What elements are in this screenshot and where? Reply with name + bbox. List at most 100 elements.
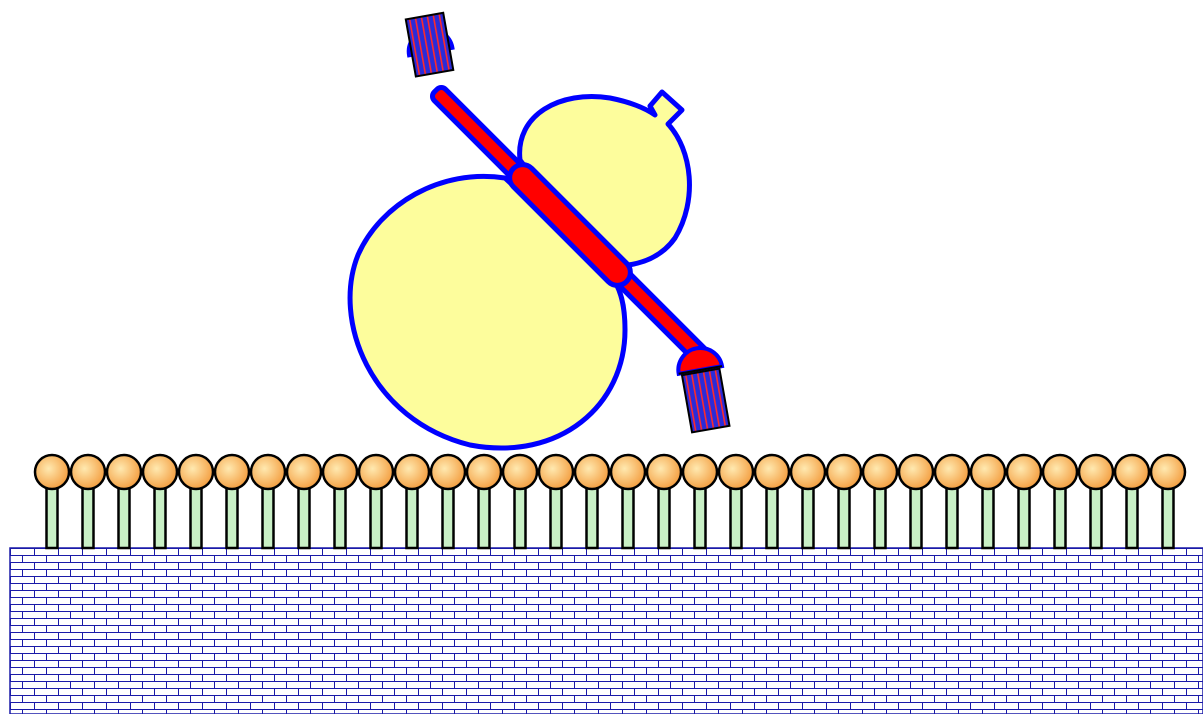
lipid-tail	[443, 487, 454, 548]
lipid-tail	[1091, 487, 1102, 548]
lipid-head	[251, 455, 285, 489]
lipid-head	[287, 455, 321, 489]
lipid-molecule	[251, 455, 285, 548]
lipid-head	[863, 455, 897, 489]
substrate-block	[10, 548, 1203, 714]
lipid-tail	[371, 487, 382, 548]
top-brush	[403, 12, 456, 77]
lipid-tail	[803, 487, 814, 548]
lipid-head	[35, 455, 69, 489]
lipid-head	[683, 455, 717, 489]
lipid-tail	[83, 487, 94, 548]
lipid-tail	[731, 487, 742, 548]
lipid-tail	[551, 487, 562, 548]
lipid-tail	[515, 487, 526, 548]
lipid-molecule	[1151, 455, 1185, 548]
lipid-molecule	[575, 455, 609, 548]
lipid-tail	[155, 487, 166, 548]
lipid-tail	[263, 487, 274, 548]
lipid-head	[539, 455, 573, 489]
lipid-tail	[947, 487, 958, 548]
lipid-head	[359, 455, 393, 489]
lipid-head	[1151, 455, 1185, 489]
lipid-molecule	[503, 455, 537, 548]
lipid-tail	[47, 487, 58, 548]
lipid-head	[971, 455, 1005, 489]
lipid-molecule	[1043, 455, 1077, 548]
lipid-molecule	[467, 455, 501, 548]
lipid-molecule	[863, 455, 897, 548]
lipid-head	[899, 455, 933, 489]
lipid-tail	[1127, 487, 1138, 548]
lipid-tail	[227, 487, 238, 548]
lipid-tail	[1055, 487, 1066, 548]
lipid-molecule	[431, 455, 465, 548]
lipid-head	[431, 455, 465, 489]
lipid-tail	[407, 487, 418, 548]
lipid-molecule	[647, 455, 681, 548]
lipid-tail	[911, 487, 922, 548]
lipid-head	[647, 455, 681, 489]
lipid-tail	[479, 487, 490, 548]
lipid-molecule	[71, 455, 105, 548]
lipid-molecule	[971, 455, 1005, 548]
lipid-head	[719, 455, 753, 489]
lipid-molecule	[755, 455, 789, 548]
lipid-molecule	[215, 455, 249, 548]
lipid-molecule	[359, 455, 393, 548]
lipid-tail	[623, 487, 634, 548]
lipid-head	[935, 455, 969, 489]
bottom-brush	[675, 344, 733, 432]
lipid-molecule	[791, 455, 825, 548]
lipid-head	[215, 455, 249, 489]
lipid-tail	[335, 487, 346, 548]
lipid-molecule	[1007, 455, 1041, 548]
lipid-head	[575, 455, 609, 489]
lipid-molecule	[35, 455, 69, 548]
lipid-molecule	[1079, 455, 1113, 548]
lipid-tail	[299, 487, 310, 548]
lipid-tail	[587, 487, 598, 548]
lipid-head	[1043, 455, 1077, 489]
lipid-tail	[119, 487, 130, 548]
lipid-molecule	[827, 455, 861, 548]
lipid-tail	[983, 487, 994, 548]
lipid-molecule	[323, 455, 357, 548]
lipid-tail	[767, 487, 778, 548]
lipid-molecule	[719, 455, 753, 548]
lipid-head	[1007, 455, 1041, 489]
bottom-bristles-icon	[682, 369, 729, 433]
lipid-tail	[695, 487, 706, 548]
lipid-tail	[875, 487, 886, 548]
lipid-tail	[659, 487, 670, 548]
lipid-head	[611, 455, 645, 489]
lipid-head	[323, 455, 357, 489]
lipid-molecule	[107, 455, 141, 548]
lipid-molecule	[683, 455, 717, 548]
lipid-molecule	[611, 455, 645, 548]
lipid-head	[467, 455, 501, 489]
lipid-head	[791, 455, 825, 489]
lipid-head	[1079, 455, 1113, 489]
lipid-head	[1115, 455, 1149, 489]
top-bristles-icon	[406, 13, 453, 77]
protein-body	[350, 92, 689, 448]
lipid-molecule	[935, 455, 969, 548]
lipid-tail	[191, 487, 202, 548]
lipid-molecule	[179, 455, 213, 548]
lipid-head	[107, 455, 141, 489]
lipid-monolayer	[35, 455, 1185, 548]
lipid-tail	[1019, 487, 1030, 548]
lipid-head	[143, 455, 177, 489]
lipid-head	[827, 455, 861, 489]
lipid-molecule	[539, 455, 573, 548]
lipid-head	[503, 455, 537, 489]
lipid-molecule	[143, 455, 177, 548]
lipid-molecule	[287, 455, 321, 548]
lipid-head	[179, 455, 213, 489]
lipid-molecule	[899, 455, 933, 548]
lipid-head	[395, 455, 429, 489]
lipid-tail	[839, 487, 850, 548]
lipid-molecule	[395, 455, 429, 548]
